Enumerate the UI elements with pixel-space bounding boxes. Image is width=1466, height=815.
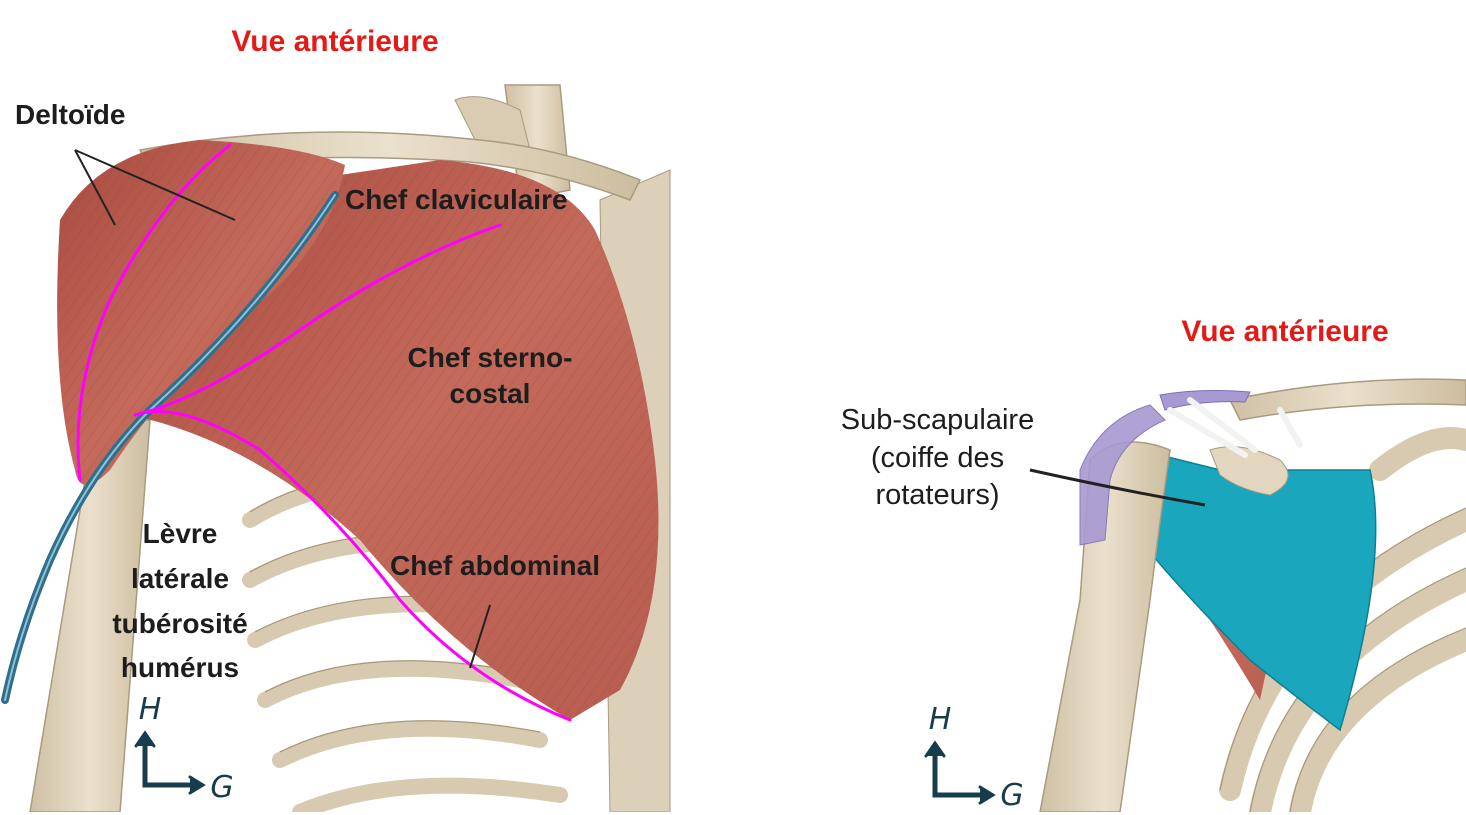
- clavicle-right: [1228, 378, 1466, 421]
- label-levre-laterale: Lèvre latérale tubérosité humérus: [95, 512, 265, 691]
- left-anatomy: [1, 84, 671, 812]
- pointer-lines-left: [74, 149, 491, 669]
- compass-right: [924, 740, 996, 805]
- label-sub-line3: rotateurs): [875, 479, 1000, 512]
- left-title: Vue antérieure: [231, 25, 439, 58]
- right-anatomy: [924, 378, 1466, 812]
- label-chef-sterno-line2: costal: [449, 378, 531, 410]
- pointer-line-right: [1029, 468, 1206, 507]
- ligaments: [1167, 397, 1303, 458]
- compass-right-right-label: G: [1000, 778, 1024, 813]
- right-title: Vue antérieure: [1181, 315, 1389, 348]
- label-chef-sterno-line1: Chef sterno-: [407, 342, 573, 373]
- label-sub-scapulaire: Sub-scapulaire (coiffe des rotateurs): [820, 402, 1055, 515]
- label-chef-abdominal: Chef abdominal: [390, 550, 601, 581]
- label-levre-line4: humérus: [120, 652, 240, 684]
- label-chef-sterno-costal: Chef sterno- costal: [390, 340, 590, 413]
- coracoid: [1209, 446, 1289, 496]
- bursa: [1079, 404, 1166, 546]
- label-levre-line2: latérale: [130, 562, 230, 594]
- label-chef-claviculaire: Chef claviculaire: [345, 184, 568, 215]
- label-deltoide: Deltoïde: [15, 99, 126, 130]
- muscle-head-outlines: [76, 143, 572, 722]
- compass-left: [134, 730, 206, 795]
- label-levre-line3: tubérosité: [112, 607, 248, 639]
- neck-bones: [454, 96, 531, 151]
- label-levre-line1: Lèvre: [142, 518, 218, 549]
- label-sub-line1: Sub-scapulaire: [840, 404, 1035, 436]
- compass-left-right-label: G: [210, 770, 234, 805]
- subscapularis: [1139, 449, 1377, 732]
- compass-right-up-label: H: [928, 702, 952, 737]
- label-sub-line2: (coiffe des: [870, 441, 1005, 474]
- compass-left-up-label: H: [138, 692, 162, 727]
